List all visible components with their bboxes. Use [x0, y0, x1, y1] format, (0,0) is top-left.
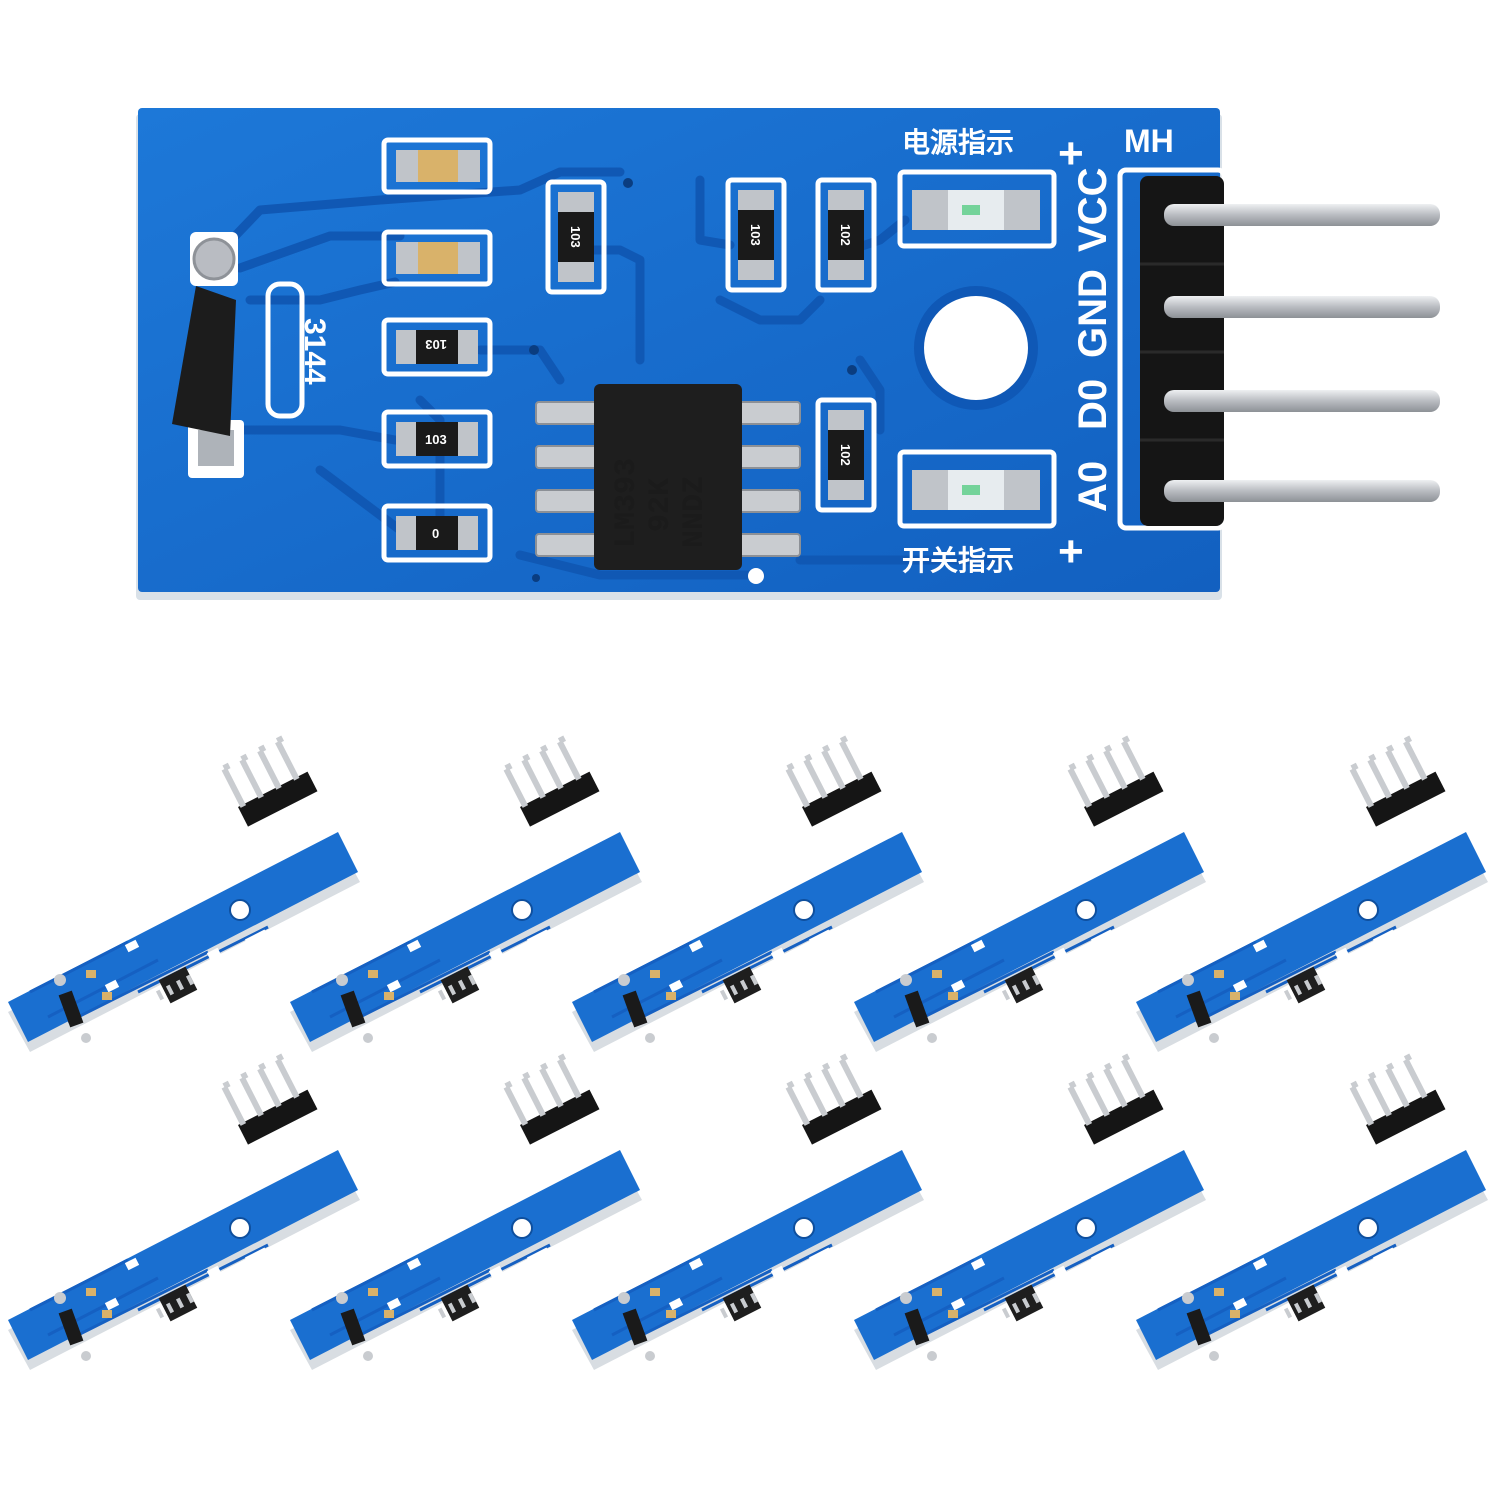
pin-header [1117, 167, 1440, 531]
resistor-label-r2: 103 [748, 224, 763, 246]
pin-label-d0: D0 [1071, 379, 1115, 430]
pin-gnd [1164, 296, 1440, 318]
pin-d0 [1164, 390, 1440, 412]
resistor-r5: 102 [815, 177, 877, 293]
resistor-r3: 103 [381, 317, 493, 377]
resistor-label-r1: 103 [568, 226, 583, 248]
pin-label-gnd: GND [1071, 269, 1115, 358]
resistor-r4: 103 [381, 409, 493, 469]
header-label: MH [1124, 123, 1174, 159]
resistor-label-r3: 103 [425, 337, 447, 352]
pin-label-a0: A0 [1071, 461, 1115, 512]
pin-a0 [1164, 480, 1440, 502]
resistor-r6: 102 [815, 397, 877, 513]
capacitor-1 [381, 137, 493, 195]
pin-label-vcc: VCC [1071, 168, 1115, 252]
hall-sensor-label: 3144 [298, 318, 331, 385]
chip-text-line1: LM393 [610, 458, 644, 548]
resistor-label-r6: 102 [838, 444, 853, 466]
resistor-label-r4: 103 [425, 432, 447, 447]
switch-led-plus: + [1058, 527, 1084, 576]
chip-text-line3: NNDZ [678, 476, 712, 548]
chip-text-line2: 92K [644, 478, 678, 532]
main-sensor-board: 3144 103 103 [136, 108, 1440, 600]
thumbnail-board [1134, 730, 1490, 1054]
power-led-label: 电源指示 [902, 127, 1014, 158]
resistor-r0: 0 [381, 503, 493, 563]
resistor-label-r0: 0 [432, 526, 439, 541]
switch-led-label: 开关指示 [902, 545, 1014, 576]
power-led-plus: + [1058, 129, 1084, 178]
mounting-hole-icon [914, 286, 1038, 410]
resistor-label-r5: 102 [838, 224, 853, 246]
resistor-r2: 103 [725, 177, 787, 293]
ic-chip-icon: LM393 92K NNDZ [535, 384, 801, 584]
thumbnail-board [1134, 1048, 1490, 1372]
hall-sensor-icon: 3144 [172, 232, 331, 478]
power-led-icon [897, 169, 1057, 249]
thumbnail-grid [6, 730, 1490, 1372]
capacitor-2 [381, 229, 493, 287]
switch-led-icon [897, 449, 1057, 529]
pin-vcc [1164, 204, 1440, 226]
resistor-r1: 103 [545, 179, 607, 295]
